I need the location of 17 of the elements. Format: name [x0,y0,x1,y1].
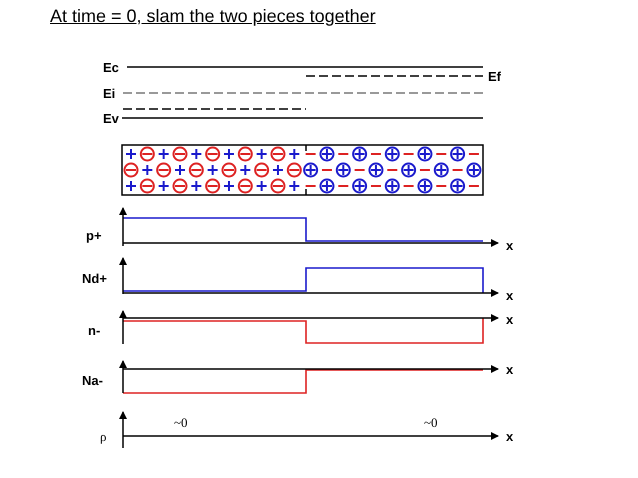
axis-label: ρ [100,430,106,443]
level-label: Ef [488,70,501,83]
axis-label: x [506,313,514,326]
level-label: Ec [103,61,119,74]
axis-label: Nd+ [82,272,107,285]
level-label: Ev [103,112,119,125]
axis-label: x [506,239,514,252]
axis-label: Na- [82,374,103,387]
value-label: ~0 [174,416,188,429]
level-label: Ei [103,87,116,100]
axis-label: n- [88,324,100,337]
axis-label: p+ [86,229,102,242]
axis-label: x [506,289,514,302]
title: At time = 0, slam the two pieces together [50,7,376,25]
value-label: ~0 [424,416,438,429]
axis-label: x [506,363,514,376]
axis-label: x [506,430,514,443]
